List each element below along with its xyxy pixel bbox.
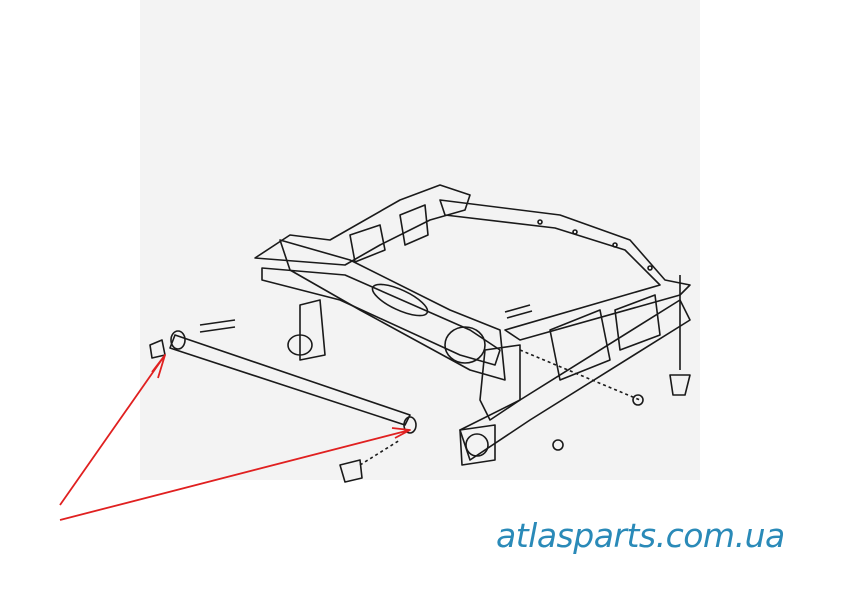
bolts: [504, 275, 691, 451]
watermark-text: atlasparts.com.ua: [496, 516, 785, 555]
rear-crossmember: [254, 184, 501, 366]
front-crossmember: [459, 294, 691, 466]
tie-rod: [149, 319, 417, 483]
main-side-rail: [279, 199, 691, 381]
red-arrows: [59, 354, 411, 521]
faded-background: [140, 0, 700, 480]
